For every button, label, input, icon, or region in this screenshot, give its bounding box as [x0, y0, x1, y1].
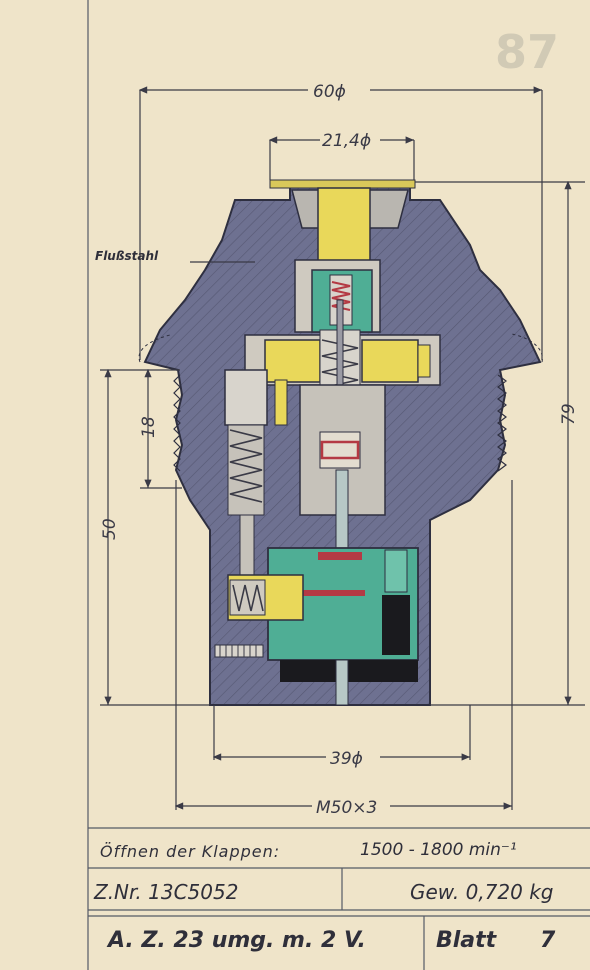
body-section — [138, 179, 543, 706]
note-value: 1500 - 1800 min⁻¹ — [360, 840, 517, 860]
dim-thread: M50×3 — [316, 798, 377, 818]
sheet-number: 7 — [540, 928, 556, 953]
dim-base-diameter: 39ϕ — [330, 749, 363, 769]
sheet-label: Blatt — [436, 928, 497, 953]
dim-shoulder-height: 18 — [139, 416, 159, 438]
title-block-lines — [88, 827, 590, 970]
material-label: Flußstahl — [95, 249, 159, 263]
dim-overall-width: 60ϕ — [313, 82, 346, 102]
dim-total-height: 79 — [559, 403, 579, 425]
dim-lower-height: 50 — [100, 518, 120, 540]
dim-top-opening: 21,4ϕ — [322, 131, 371, 151]
drawing-number: Z.Nr. 13C5052 — [94, 880, 239, 904]
weight: Gew. 0,720 kg — [410, 880, 554, 904]
note-label: Öffnen der Klappen: — [100, 842, 281, 861]
designation: A. Z. 23 umg. m. 2 V. — [108, 928, 366, 953]
sheet-number-stamp: 87 — [495, 25, 559, 79]
